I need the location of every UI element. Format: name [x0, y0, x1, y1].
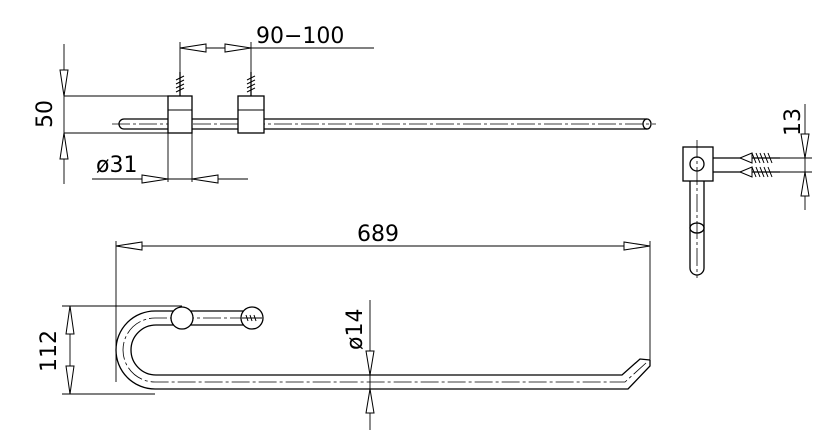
arrow [800, 171, 810, 197]
side-anchor-top [713, 152, 780, 164]
arrow [365, 388, 375, 414]
arrow [623, 241, 651, 251]
tube-outer [115, 310, 651, 390]
dim-tube-diameter: ø14 [343, 309, 368, 350]
bracket-right [237, 95, 265, 134]
arrow [224, 43, 252, 53]
screw-right [246, 72, 256, 96]
arrow [65, 365, 75, 395]
dim-bracket-height: 13 [781, 108, 806, 136]
arrow [65, 305, 75, 335]
fixing-disc-left [170, 306, 194, 330]
arrow [179, 43, 207, 53]
top-view: 90−100 50 ø31 [33, 24, 656, 184]
arrow [59, 69, 69, 97]
tube-inner [130, 324, 651, 376]
arrow [365, 350, 375, 376]
side-bracket [682, 146, 714, 182]
arrow [115, 241, 143, 251]
arrow [191, 174, 219, 184]
arrow [141, 174, 169, 184]
dim-bracket-spacing: 90−100 [256, 24, 344, 49]
dim-bracket-diameter: ø31 [96, 153, 137, 178]
side-anchor-bottom [713, 166, 780, 178]
tube-centerline [122, 317, 647, 383]
dim-depth: 112 [37, 330, 62, 372]
arrow [800, 133, 810, 159]
front-view: 689 112 ø14 [37, 222, 651, 430]
screw-left [175, 72, 185, 96]
side-view: 13 [682, 104, 812, 278]
bracket-left [167, 95, 193, 134]
dim-wall-offset: 50 [33, 100, 58, 128]
arrow [59, 132, 69, 160]
dim-total-length: 689 [357, 222, 399, 247]
